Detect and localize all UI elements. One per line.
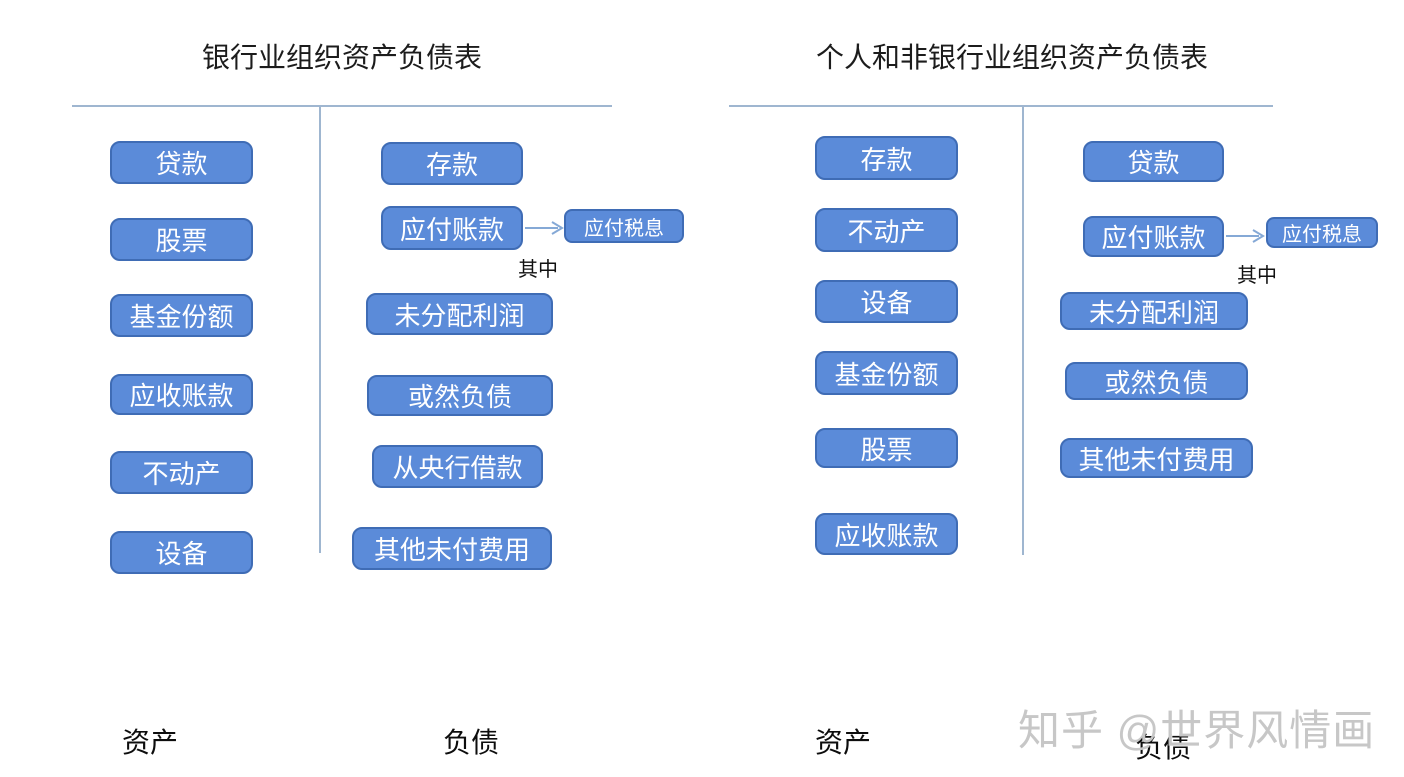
bank-liability-box-deposits: 存款 xyxy=(381,142,523,185)
nonbank-liabilities-footer-label: 负债 xyxy=(1135,732,1192,763)
nonbank-callout-box-taxes-payable: 应付税息 xyxy=(1266,217,1378,248)
nonbank-liability-box-other-unpaid-expenses: 其他未付费用 xyxy=(1060,438,1253,478)
nonbank-assets-footer-label: 资产 xyxy=(815,727,872,758)
nonbank-callout-arrow-icon xyxy=(1226,229,1265,243)
zhihu-watermark: 知乎 @世界风情画 xyxy=(1018,707,1376,754)
bank-liability-box-accounts-payable: 应付账款 xyxy=(381,206,523,250)
nonbank-callout-note: 其中 xyxy=(1237,265,1277,287)
bank-diagram-title: 银行业组织资产负债表 xyxy=(201,42,482,73)
bank-t-account-top-line xyxy=(72,105,612,107)
bank-callout-box-taxes-payable: 应付税息 xyxy=(564,209,684,243)
nonbank-t-account-top-line xyxy=(729,105,1273,107)
bank-callout-arrow-icon xyxy=(525,221,564,235)
nonbank-diagram-title: 个人和非银行业组织资产负债表 xyxy=(815,42,1208,73)
bank-asset-box-real-estate: 不动产 xyxy=(110,451,253,494)
nonbank-asset-box-accounts-receivable: 应收账款 xyxy=(815,513,958,555)
nonbank-t-account-divider-line xyxy=(1022,105,1024,555)
nonbank-asset-box-deposits: 存款 xyxy=(815,136,958,180)
bank-asset-box-equipment: 设备 xyxy=(110,531,253,574)
nonbank-asset-box-equipment: 设备 xyxy=(815,280,958,323)
nonbank-liability-box-accounts-payable: 应付账款 xyxy=(1083,216,1224,257)
bank-liability-box-retained-earnings: 未分配利润 xyxy=(366,293,553,335)
bank-liabilities-footer-label: 负债 xyxy=(443,727,500,758)
nonbank-asset-box-stocks: 股票 xyxy=(815,428,958,468)
bank-callout-note: 其中 xyxy=(518,259,558,281)
bank-liability-box-central-bank-borrowing: 从央行借款 xyxy=(372,445,543,488)
bank-t-account-divider-line xyxy=(319,105,321,553)
bank-asset-box-loans: 贷款 xyxy=(110,141,253,184)
nonbank-liability-box-contingent-liabilities: 或然负债 xyxy=(1065,362,1248,400)
bank-asset-box-stocks: 股票 xyxy=(110,218,253,261)
bank-liability-box-contingent-liabilities: 或然负债 xyxy=(367,375,553,416)
bank-asset-box-accounts-receivable: 应收账款 xyxy=(110,374,253,415)
nonbank-liability-box-retained-earnings: 未分配利润 xyxy=(1060,292,1248,330)
bank-liability-box-other-unpaid-expenses: 其他未付费用 xyxy=(352,527,552,570)
bank-assets-footer-label: 资产 xyxy=(122,727,179,758)
nonbank-asset-box-fund-shares: 基金份额 xyxy=(815,351,958,395)
bank-asset-box-fund-shares: 基金份额 xyxy=(110,294,253,337)
nonbank-liability-box-loans: 贷款 xyxy=(1083,141,1224,182)
nonbank-asset-box-real-estate: 不动产 xyxy=(815,208,958,252)
